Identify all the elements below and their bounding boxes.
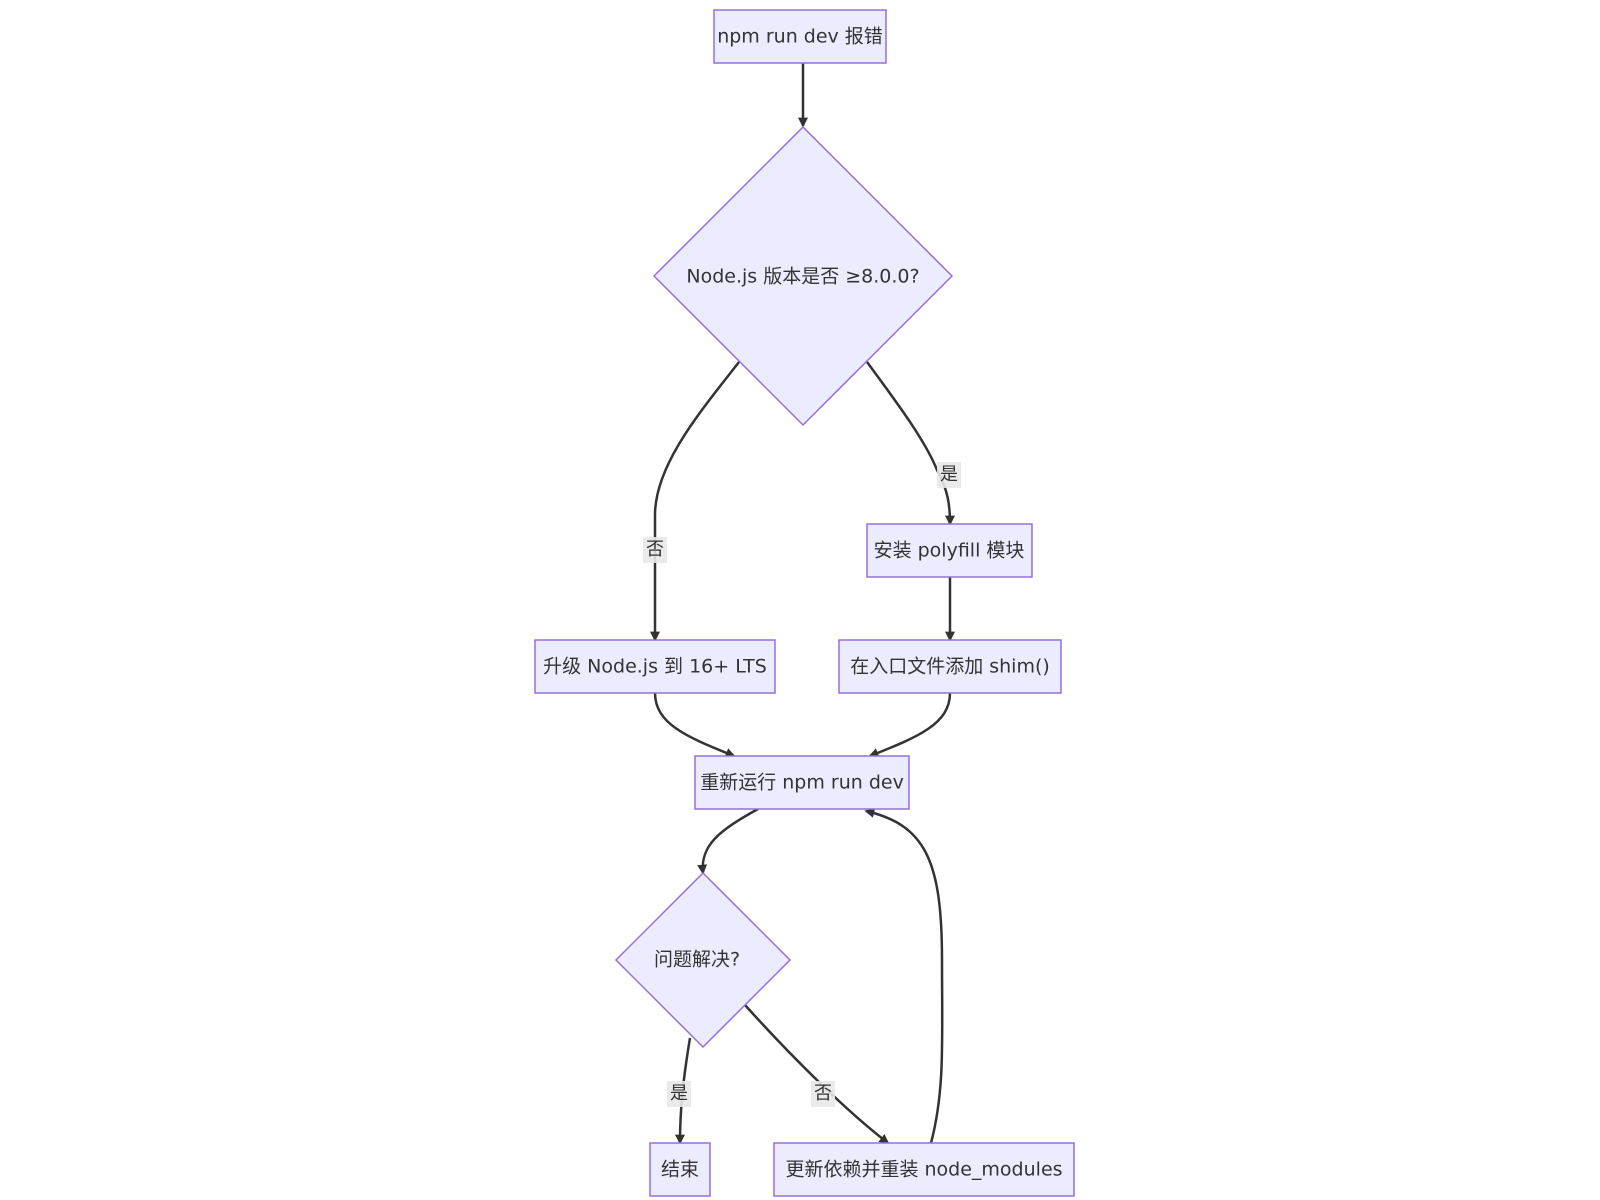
nodes: npm run dev 报错 Node.js 版本是否 ≥8.0.0? 安装 p…	[534, 9, 1075, 1197]
node-end[interactable]: 结束	[649, 1142, 711, 1197]
edge-label-resolved-no: 否	[811, 1081, 835, 1107]
node-version-check[interactable]: Node.js 版本是否 ≥8.0.0?	[652, 125, 954, 427]
edge-rerun-to-resolved-check	[697, 807, 759, 875]
node-install-polyfill-label: 安装 polyfill 模块	[874, 540, 1025, 562]
edge-label-version-yes: 是	[937, 462, 961, 488]
edge-label-resolved-no-text: 否	[814, 1083, 832, 1104]
edge-upgrade-to-rerun	[653, 692, 736, 758]
node-reinstall-modules-box	[773, 1142, 1075, 1197]
edge-label-version-yes-text: 是	[940, 464, 958, 485]
edge-version-check-yes	[865, 361, 955, 526]
node-add-shim-label: 在入口文件添加 shim()	[850, 656, 1050, 678]
edges	[650, 63, 955, 1145]
node-rerun-label: 重新运行 npm run dev	[700, 772, 904, 794]
node-version-check-shape	[652, 125, 954, 427]
node-add-shim-box	[838, 639, 1062, 694]
node-rerun[interactable]: 重新运行 npm run dev	[694, 755, 910, 810]
edge-label-resolved-yes-text: 是	[670, 1083, 688, 1104]
node-end-box	[649, 1142, 711, 1197]
node-rerun-box	[694, 755, 910, 810]
edge-labels: 否 是 是 否	[643, 462, 961, 1107]
edge-reinstall-to-rerun	[864, 808, 944, 1144]
node-reinstall-modules[interactable]: 更新依赖并重装 node_modules	[773, 1142, 1075, 1197]
node-add-shim[interactable]: 在入口文件添加 shim()	[838, 639, 1062, 694]
node-upgrade-node-box	[534, 639, 776, 694]
node-install-polyfill[interactable]: 安装 polyfill 模块	[866, 523, 1033, 578]
node-resolved-check-label: 问题解决?	[654, 949, 740, 971]
edge-resolved-no	[744, 1004, 890, 1145]
node-start[interactable]: npm run dev 报错	[713, 9, 887, 64]
node-resolved-check-shape	[614, 871, 792, 1049]
node-start-box	[713, 9, 887, 64]
node-upgrade-node[interactable]: 升级 Node.js 到 16+ LTS	[534, 639, 776, 694]
node-end-label: 结束	[661, 1159, 699, 1181]
edge-shim-to-rerun	[868, 692, 952, 758]
node-version-check-label: Node.js 版本是否 ≥8.0.0?	[686, 266, 919, 288]
node-start-label: npm run dev 报错	[717, 26, 883, 48]
node-install-polyfill-box	[866, 523, 1033, 578]
edge-label-version-no-text: 否	[646, 539, 664, 560]
node-reinstall-modules-label: 更新依赖并重装 node_modules	[785, 1159, 1062, 1181]
edge-label-resolved-yes: 是	[667, 1081, 691, 1107]
node-resolved-check[interactable]: 问题解决?	[614, 871, 792, 1049]
node-upgrade-node-label: 升级 Node.js 到 16+ LTS	[543, 656, 767, 678]
edge-version-check-no	[650, 361, 740, 642]
edge-label-version-no: 否	[643, 537, 667, 563]
